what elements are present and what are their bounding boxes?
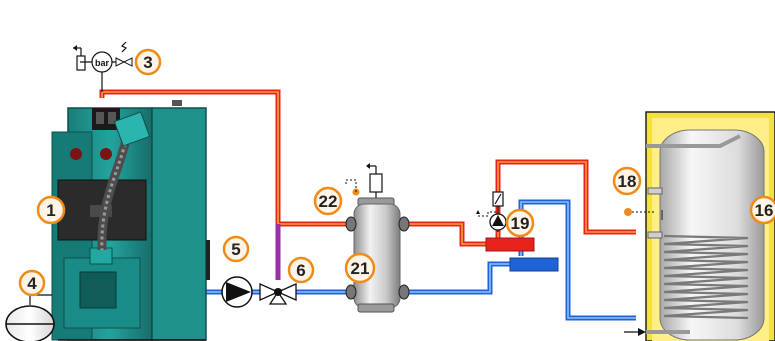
label-16-text: 16 [755, 201, 774, 220]
label-3-badge: 3 [134, 48, 162, 76]
label-16-badge: 16 [749, 195, 775, 225]
hot-supply-pipe [99, 89, 350, 227]
cold-return-pipe [200, 199, 636, 321]
circulation-pump [221, 276, 253, 308]
three-way-mixing-valve [259, 282, 297, 305]
label-22-badge: 22 [313, 186, 343, 216]
label-5-text: 5 [231, 240, 240, 259]
label-19-text: 19 [511, 214, 530, 233]
tank-heating-coil [663, 234, 749, 320]
pellet-boiler [51, 100, 210, 341]
tank-loading-pump-group [476, 191, 559, 272]
hot-water-tank [624, 111, 775, 341]
label-1-badge: 1 [36, 195, 66, 225]
hot-pipe-separator-to-tank [405, 159, 636, 247]
label-1-text: 1 [46, 201, 55, 220]
label-4-badge: 4 [18, 269, 46, 297]
expansion-vessel [5, 294, 55, 341]
label-3-text: 3 [143, 53, 152, 72]
label-22-text: 22 [319, 192, 338, 211]
pressure-gauge-label: bar [95, 58, 110, 68]
label-19-badge: 19 [505, 208, 535, 238]
label-6-text: 6 [296, 261, 305, 280]
label-4-text: 4 [27, 274, 37, 293]
safety-group: bar [73, 41, 133, 92]
hydraulic-separator [345, 163, 410, 313]
label-21-badge: 21 [344, 252, 376, 284]
label-18-badge: 18 [612, 166, 642, 196]
label-21-text: 21 [351, 259, 370, 278]
label-18-text: 18 [618, 172, 637, 191]
label-6-badge: 6 [287, 256, 315, 284]
label-5-badge: 5 [222, 235, 250, 263]
